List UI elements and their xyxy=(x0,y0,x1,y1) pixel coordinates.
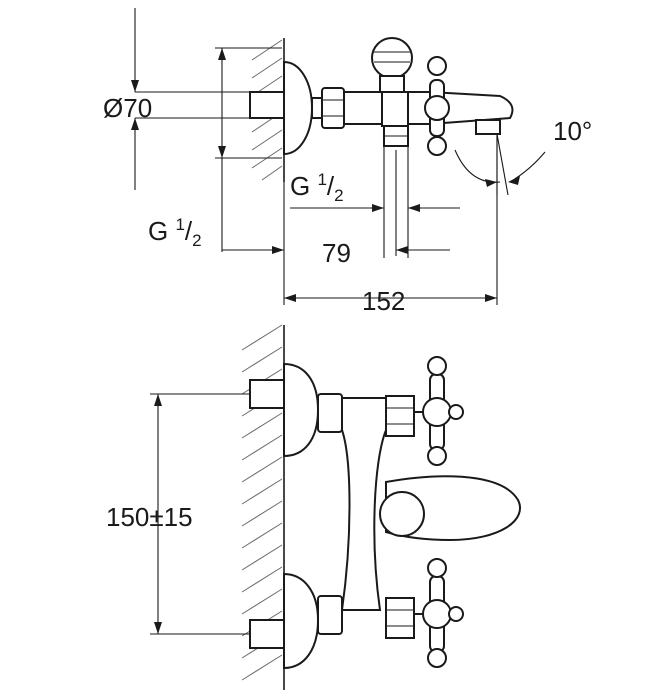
lower-valve xyxy=(385,597,415,639)
collar xyxy=(381,91,409,127)
label-dim-152: 152 xyxy=(362,286,405,316)
lower-escutcheon xyxy=(283,572,320,670)
upper-cross-handle xyxy=(414,356,464,466)
upper-valve xyxy=(385,395,415,437)
vertical-body xyxy=(340,397,387,611)
upper-inlet xyxy=(249,379,285,409)
side-view xyxy=(131,8,546,305)
lower-cross-handle xyxy=(414,558,464,668)
diverter-knob xyxy=(371,37,413,79)
label-dim-79: 79 xyxy=(322,238,351,268)
lower-inlet xyxy=(249,619,285,649)
upper-nut xyxy=(317,393,343,433)
cross-handle-side xyxy=(424,56,450,156)
label-angle: 10° xyxy=(553,116,592,146)
connector xyxy=(311,97,323,119)
label-diameter: Ø70 xyxy=(103,93,152,123)
upper-escutcheon xyxy=(283,362,320,458)
union-nut xyxy=(321,87,345,129)
label-thread-left: G 1/2 xyxy=(148,215,202,250)
spout-outlet xyxy=(379,491,425,537)
spout-tip xyxy=(475,119,501,135)
front-view xyxy=(150,324,521,690)
lower-nut xyxy=(317,595,343,635)
label-dim-150: 150±15 xyxy=(106,502,193,532)
inlet-pipe xyxy=(249,91,285,119)
label-thread-top: G 1/2 xyxy=(290,170,344,205)
diverter-stem xyxy=(379,75,405,93)
escutcheon xyxy=(283,60,314,156)
